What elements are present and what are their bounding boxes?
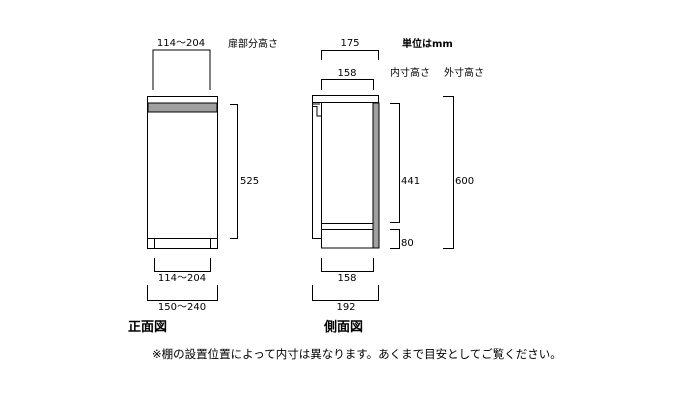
door-height-bracket: [230, 104, 238, 239]
front-outer-width-label: 150〜240: [158, 302, 206, 313]
side-view-title: 側面図: [323, 319, 363, 335]
side-outer-depth-label: 175: [340, 38, 359, 49]
front-view-title: 正面図: [128, 320, 167, 335]
outer-height-heading: 外寸高さ: [444, 66, 484, 79]
inner-height-heading: 内寸高さ: [390, 66, 430, 79]
front-bottom-inner-bracket: [154, 258, 211, 272]
side-bottom-inner-label: 158: [337, 273, 356, 284]
door-height-value: 525: [240, 176, 259, 187]
inner-height-value: 441: [401, 176, 420, 187]
front-outer-width-bracket: [147, 285, 218, 301]
side-top-panel: [312, 95, 379, 103]
side-back-panel: [372, 102, 380, 249]
side-bottom-inner-bracket: [321, 258, 374, 272]
base-height-value: 80: [401, 238, 414, 249]
front-view: 114〜204 扉部分高さ 525 114〜204 150〜240 正面図: [128, 37, 278, 335]
outer-height-value: 600: [455, 176, 474, 187]
side-outer-depth-bracket: [321, 50, 379, 60]
front-top-width-bracket: [152, 49, 211, 90]
side-view: 単位はmm 175 158 内寸高さ 外寸高さ 441 80 600 158 1…: [312, 37, 484, 335]
side-inner-depth-label: 158: [337, 68, 356, 79]
outer-height-bracket: [443, 96, 454, 249]
door-height-heading: 扉部分高さ: [228, 37, 278, 50]
inner-height-bracket: [390, 103, 400, 223]
unit-label: 単位はmm: [402, 37, 453, 50]
side-door-outline: [312, 102, 322, 239]
door-handle: [312, 103, 321, 117]
side-bottom-outer-bracket: [312, 285, 379, 301]
side-inner-depth-bracket: [321, 79, 374, 90]
front-cabinet-outline: [147, 96, 218, 249]
side-body-outline: [321, 102, 379, 249]
front-top-width-label: 114〜204: [157, 38, 205, 49]
front-bottom-inner-label: 114〜204: [158, 273, 206, 284]
base-height-bracket: [390, 229, 400, 249]
front-top-gray-band: [147, 102, 218, 113]
disclaimer-note: ※棚の設置位置によって内寸は異なります。あくまで目安としてご覧ください。: [152, 347, 562, 361]
side-bottom-outer-label: 192: [336, 302, 355, 313]
